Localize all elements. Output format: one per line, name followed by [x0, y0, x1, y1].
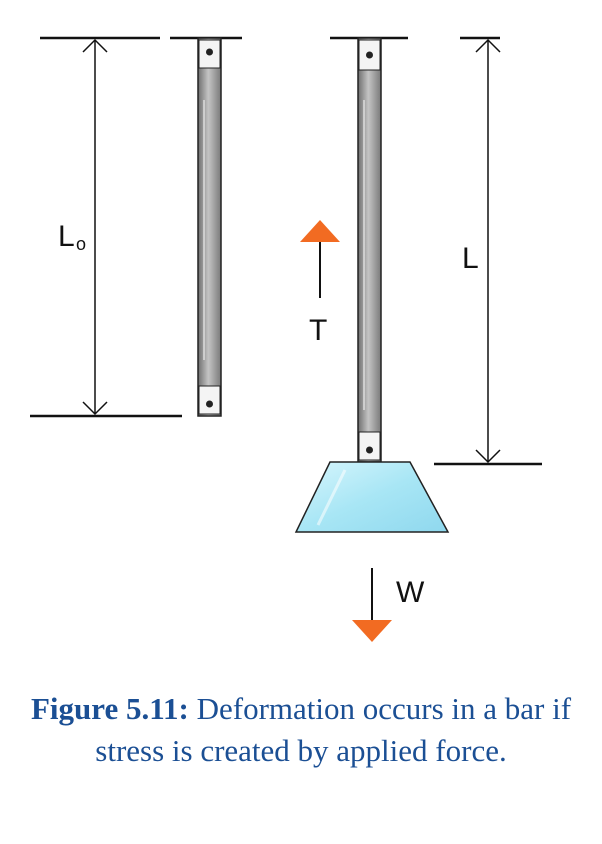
pin-top-right: [366, 51, 373, 59]
pin-bottom-left: [206, 400, 213, 408]
original-length-dimension: L o: [30, 36, 182, 418]
weight-arrow: W: [352, 568, 425, 642]
figure-number: Figure 5.11:: [30, 691, 189, 726]
stretched-length-dimension: L: [434, 36, 542, 466]
tension-arrowhead: [300, 220, 340, 242]
original-length-subscript: o: [76, 234, 86, 254]
weight-arrowhead: [352, 620, 392, 642]
stretched-length-label: L: [462, 242, 479, 275]
figure-caption: Figure 5.11: Deformation occurs in a bar…: [10, 688, 592, 772]
pin-top-left: [206, 48, 213, 56]
pin-bottom-right: [366, 446, 373, 454]
tension-label: T: [309, 314, 327, 347]
loaded-bar: [330, 36, 408, 463]
arrowhead-up-left: [82, 38, 108, 53]
deformation-diagram: L o T W L: [30, 36, 542, 642]
arrowhead-down-left: [82, 401, 108, 416]
arrowhead-down-right: [475, 449, 501, 464]
original-length-label: L: [58, 220, 75, 253]
tension-arrow: T: [300, 220, 340, 347]
weight-label: W: [396, 576, 425, 609]
figure-caption-text: Deformation occurs in a bar if stress is…: [95, 691, 572, 768]
unloaded-bar: [170, 36, 242, 417]
arrowhead-up-right: [475, 38, 501, 53]
weight-block: [294, 461, 450, 533]
